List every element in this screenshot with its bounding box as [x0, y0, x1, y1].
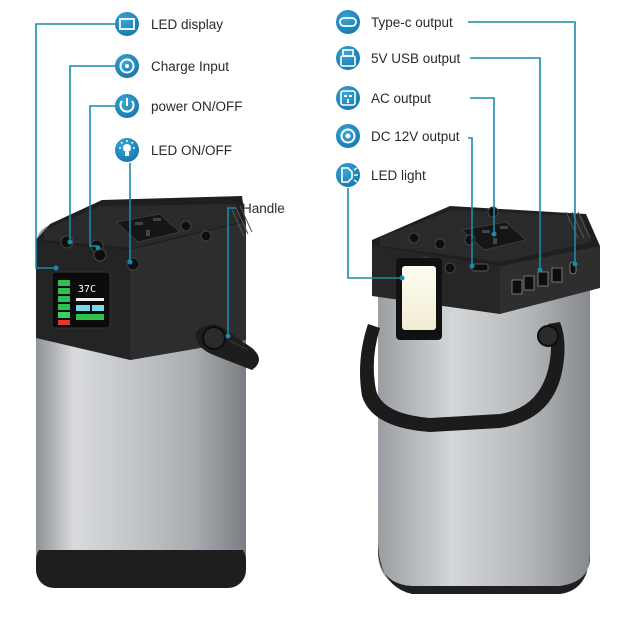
callout-type-c: Type-c output [336, 10, 578, 267]
callout-ac: AC output [336, 86, 497, 237]
callout-usb: 5V USB output [336, 46, 543, 273]
led-light-panel [396, 258, 442, 340]
callout-label-charge-input: Charge Input [151, 59, 229, 74]
callout-led-display: LED display [35, 12, 223, 271]
right-unit [360, 206, 600, 594]
callout-label-handle: Handle [242, 201, 285, 216]
type-c-icon [336, 10, 360, 34]
callout-charge-input: Charge Input [67, 54, 229, 245]
callout-dc: DC 12V output [336, 124, 475, 269]
led-display-screen: 37C [51, 271, 111, 329]
callout-handle: Handle [225, 201, 285, 339]
left-unit: 37C [36, 196, 259, 588]
right-usb-ports [511, 261, 577, 295]
callout-label-usb: 5V USB output [371, 51, 461, 66]
callout-label-dc: DC 12V output [371, 129, 460, 144]
callout-label-led-button: LED ON/OFF [151, 143, 232, 158]
display-icon [115, 12, 139, 36]
led-display-temperature: 37C [78, 284, 96, 295]
callout-label-power: power ON/OFF [151, 99, 243, 114]
callout-label-ac: AC output [371, 91, 431, 106]
left-unit-base [36, 542, 246, 588]
left-port-power-button [93, 248, 107, 262]
callout-label-led-light: LED light [371, 168, 426, 183]
callout-label-type-c: Type-c output [371, 15, 453, 30]
callout-power: power ON/OFF [89, 94, 243, 251]
callout-led-button: LED ON/OFF [115, 138, 232, 265]
right-port-dc-12v [408, 232, 420, 244]
usb-icon [336, 46, 360, 70]
callout-label-led-display: LED display [151, 17, 223, 32]
ac-socket-icon [336, 86, 360, 110]
callout-led-light: LED light [336, 163, 426, 281]
right-unit-base [378, 540, 590, 594]
